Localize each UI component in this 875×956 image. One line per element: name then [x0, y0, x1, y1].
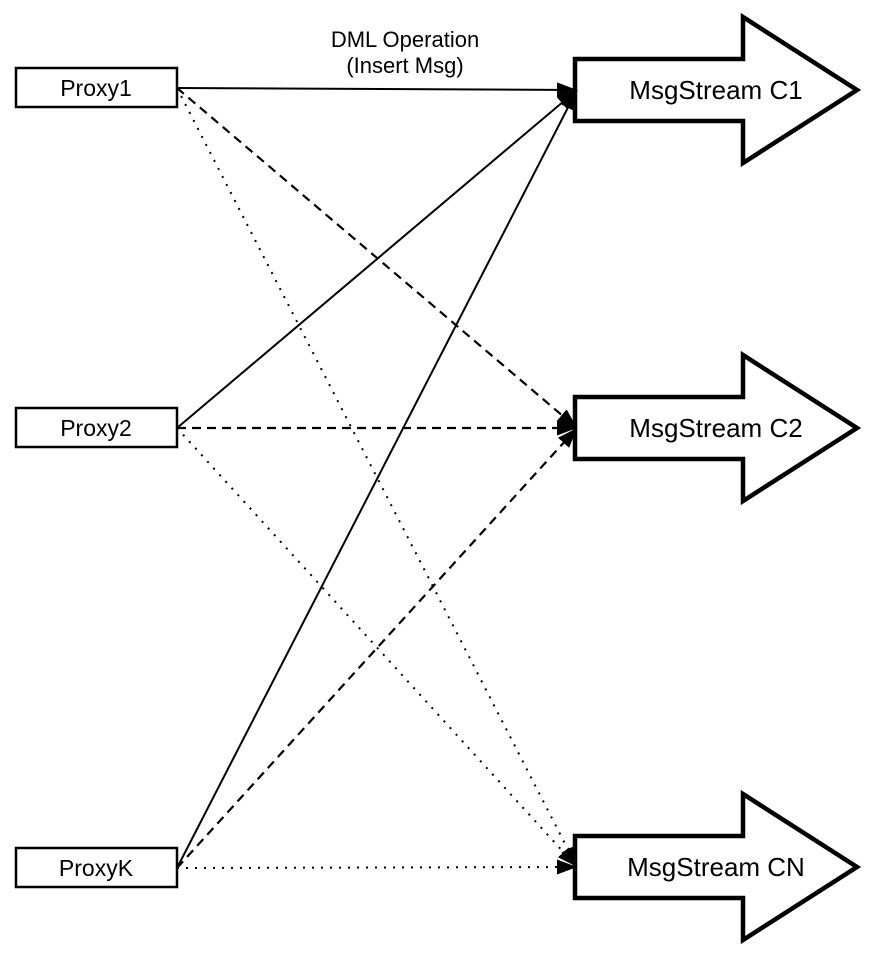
proxy-box-k — [14, 846, 179, 889]
edge-proxy2-to-c1 — [176, 89, 578, 429]
edge-proxy1-to-cn — [176, 87, 578, 868]
caption: DML Operation (Insert Msg) — [331, 27, 479, 78]
node-proxy2: Proxy2 — [14, 406, 179, 449]
stream-arrow-shape-cn — [572, 789, 862, 945]
stream-msgstream-cn: MsgStream CN — [572, 789, 862, 945]
caption-line2: (Insert Msg) — [346, 53, 463, 78]
node-proxy1: Proxy1 — [14, 66, 179, 109]
edge-proxy2-to-cn — [176, 427, 578, 868]
stream-label-c2: MsgStream C2 — [629, 413, 802, 443]
caption-line1: DML Operation — [331, 27, 479, 52]
stream-msgstream-c2: MsgStream C2 — [572, 350, 862, 506]
stream-label-cn: MsgStream CN — [627, 852, 805, 882]
proxy-label-k: ProxyK — [59, 855, 134, 881]
proxy-label-1: Proxy1 — [60, 75, 132, 101]
node-proxyk: ProxyK — [14, 846, 179, 889]
stream-label-c1: MsgStream C1 — [629, 75, 802, 105]
stream-msgstream-c1: MsgStream C1 — [572, 12, 862, 168]
stream-arrow-shape-c1 — [572, 12, 862, 168]
stream-arrow-shape-c2 — [572, 350, 862, 506]
edge-proxyk-to-cn — [176, 859, 578, 875]
edge-proxy1-to-c1 — [176, 82, 578, 98]
edge-proxyk-to-c1 — [176, 89, 578, 869]
proxy-label-2: Proxy2 — [60, 415, 132, 441]
proxy-box-1 — [14, 66, 179, 109]
proxy-box-2 — [14, 406, 179, 449]
edge-proxyk-to-c2 — [176, 427, 578, 869]
